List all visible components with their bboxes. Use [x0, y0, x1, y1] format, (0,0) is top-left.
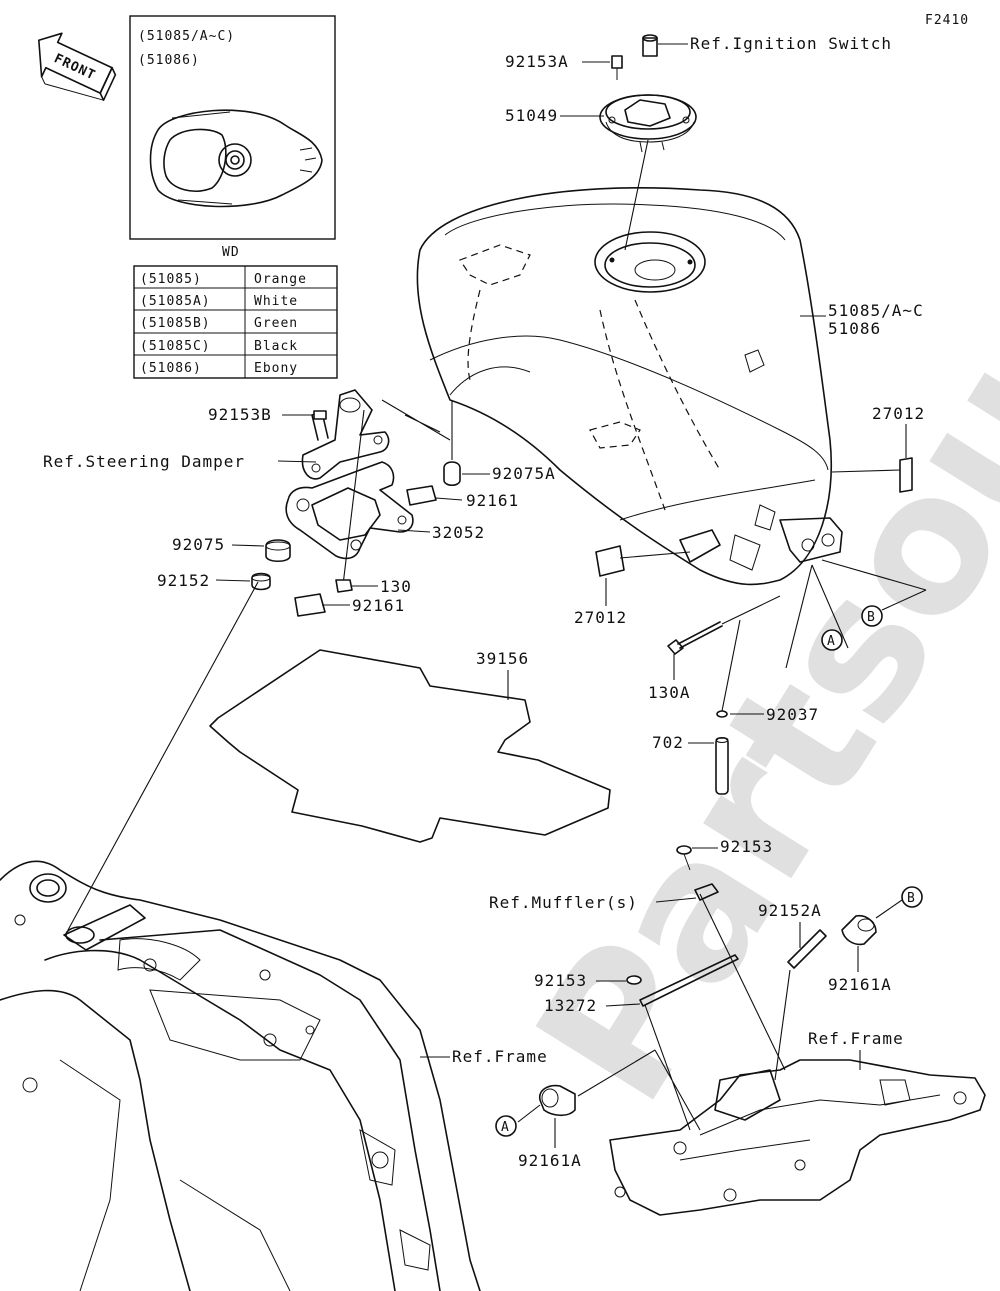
part-label-92152: 92152	[157, 571, 210, 590]
inset-model-2: (51086)	[138, 53, 200, 68]
muffler-bracket-icon	[694, 883, 786, 1071]
part-label-702: 702	[652, 733, 684, 752]
part-label-92075A: 92075A	[492, 464, 556, 483]
inset-caption: WD	[222, 245, 240, 260]
callout-a-bottom: A	[495, 1115, 517, 1137]
screw-92153-top-icon	[676, 845, 692, 871]
part-label-130: 130	[380, 577, 412, 596]
callout-b-bottom-letter: B	[907, 891, 916, 906]
frame-left	[0, 581, 481, 1291]
callout-b-top-letter: B	[867, 610, 876, 625]
collar-92152A-icon	[774, 929, 827, 1081]
part-label-32052: 32052	[432, 523, 485, 542]
part-label-51086: 51086	[828, 319, 881, 338]
part-label-130A: 130A	[648, 683, 691, 702]
callout-b-bottom: B	[901, 886, 923, 908]
color-table-code: (51085)	[140, 272, 202, 287]
part-label-92153A: 92153A	[505, 52, 569, 71]
ref-label-mufflers: Ref.Muffler(s)	[489, 893, 638, 912]
screw-92153A-icon	[611, 55, 623, 80]
ignition-cylinder-icon	[642, 34, 658, 57]
bolt-130A-icon	[667, 595, 781, 655]
fuel-cap	[599, 94, 697, 153]
ref-label-frame-left: Ref.Frame	[452, 1047, 548, 1066]
fuel-tank	[416, 187, 843, 586]
callout-a-bottom-letter: A	[501, 1120, 510, 1135]
color-table-color: Black	[254, 339, 298, 354]
frame-right	[609, 1059, 986, 1216]
washer-92037-icon	[716, 619, 741, 718]
strap-13272-icon	[639, 954, 739, 1007]
figure-code: F2410	[925, 13, 969, 28]
pad-92161-top-icon	[406, 485, 437, 506]
nut-130-icon	[335, 579, 353, 593]
color-table-color: Orange	[254, 272, 307, 287]
label-27012-bottom-icon	[595, 545, 691, 577]
grommet-92075-icon	[265, 539, 291, 563]
callout-a-top: A	[821, 629, 843, 651]
part-label-51085: 51085/A~C	[828, 301, 924, 320]
part-label-92161-bottom: 92161	[352, 596, 405, 615]
part-label-92153-mid: 92153	[534, 971, 587, 990]
color-table-code: (51086)	[140, 361, 202, 376]
part-label-92161A-right: 92161A	[828, 975, 892, 994]
bolt-92153B-icon	[313, 410, 327, 420]
part-label-27012-bottom: 27012	[574, 608, 627, 627]
part-label-51049: 51049	[505, 106, 558, 125]
color-table-color: Ebony	[254, 361, 298, 376]
color-table: (51085) Orange (51085A) White (51085B) G…	[133, 265, 338, 379]
color-table-code: (51085B)	[140, 316, 211, 331]
callout-b-top: B	[861, 605, 883, 627]
label-27012-right-icon	[831, 457, 913, 493]
pad-92161-bottom-icon	[294, 593, 326, 617]
color-table-code: (51085C)	[140, 339, 211, 354]
callout-a-top-letter: A	[827, 634, 836, 649]
screw-92153-mid-icon	[626, 975, 642, 985]
color-table-color: Green	[254, 316, 298, 331]
ref-label-frame-right: Ref.Frame	[808, 1029, 904, 1048]
grommet-92075A-icon	[443, 400, 461, 487]
part-label-39156: 39156	[476, 649, 529, 668]
part-label-92075: 92075	[172, 535, 225, 554]
part-label-92037: 92037	[766, 705, 819, 724]
part-label-92161A-bottom: 92161A	[518, 1151, 582, 1170]
part-label-27012-right: 27012	[872, 404, 925, 423]
bracket-32052	[285, 389, 451, 586]
color-table-code: (51085A)	[140, 294, 211, 309]
ref-label-ignition-switch: Ref.Ignition Switch	[690, 34, 892, 53]
damper-92161A-bottom-icon	[517, 1049, 656, 1123]
part-label-13272: 13272	[544, 996, 597, 1015]
front-arrow-icon: FRONT	[38, 32, 117, 101]
color-table-color: White	[254, 294, 298, 309]
inset-model-1: (51085/A~C)	[138, 29, 235, 44]
ref-label-steering-damper: Ref.Steering Damper	[43, 452, 245, 471]
inset-tank-view: (51085/A~C) (51086)	[129, 15, 336, 240]
damper-92161A-right-icon	[841, 899, 903, 946]
part-label-92153B: 92153B	[208, 405, 272, 424]
pin-702-icon	[715, 737, 729, 795]
part-label-92152A: 92152A	[758, 901, 822, 920]
part-label-92153-top: 92153	[720, 837, 773, 856]
part-label-92161-top: 92161	[466, 491, 519, 510]
mat-39156	[209, 649, 611, 843]
